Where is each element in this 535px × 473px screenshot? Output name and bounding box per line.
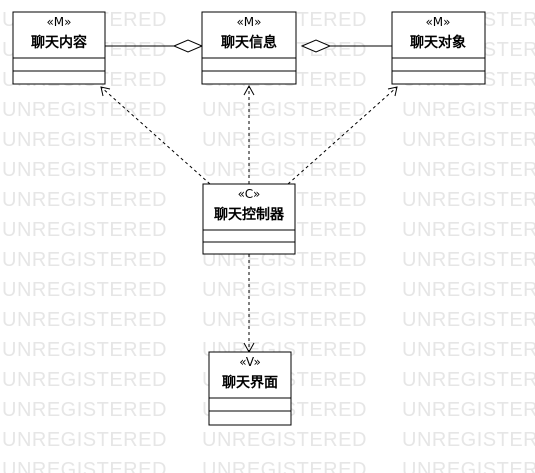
watermark-text: UNREGISTERED — [2, 129, 167, 151]
watermark-text: UNREGISTERED — [2, 189, 167, 211]
watermark-text: UNREGISTERED — [2, 399, 167, 421]
watermark-text: UNREGISTERED — [402, 279, 535, 301]
watermark-text: UNREGISTERED — [2, 339, 167, 361]
watermark-text: UNREGISTERED — [402, 189, 535, 211]
watermark-text: UNREGISTERED — [2, 279, 167, 301]
class-chat-content[interactable]: «M» 聊天内容 — [12, 11, 106, 85]
watermark-text: UNREGISTERED — [402, 399, 535, 421]
class-stereotype: «M» — [236, 15, 261, 29]
class-name: 聊天内容 — [31, 34, 87, 51]
class-chat-target[interactable]: «M» 聊天对象 — [391, 11, 486, 85]
class-name: 聊天信息 — [221, 34, 277, 51]
aggregation-diamond-left — [172, 39, 204, 53]
watermark-text: UNREGISTERED — [2, 99, 167, 121]
watermark-text: UNREGISTERED — [2, 159, 167, 181]
watermark-text: UNREGISTERED — [202, 279, 367, 301]
connectors — [100, 39, 398, 354]
class-stereotype: «C» — [238, 187, 261, 201]
class-name: 聊天界面 — [222, 374, 278, 391]
watermark-text: UNREGISTERED — [202, 159, 367, 181]
watermark-text: UNREGISTERED — [402, 219, 535, 241]
watermark-text: UNREGISTERED — [202, 129, 367, 151]
watermark-text: UNREGISTERED — [2, 459, 167, 473]
watermark-text: UNREGISTERED — [402, 339, 535, 361]
dependency-line-target — [287, 86, 398, 185]
watermark-text: UNREGISTERED — [402, 459, 535, 473]
watermark-text: UNREGISTERED — [402, 159, 535, 181]
dependency-line-content — [100, 86, 211, 185]
watermark-text: UNREGISTERED — [2, 369, 167, 391]
watermark-text: UNREGISTERED — [402, 429, 535, 451]
dependency-arrow-target — [387, 86, 398, 97]
watermark-text: UNREGISTERED — [202, 309, 367, 331]
class-stereotype: «M» — [425, 15, 450, 29]
watermark-text: UNREGISTERED — [2, 429, 167, 451]
class-chat-info[interactable]: «M» 聊天信息 — [201, 11, 297, 85]
class-chat-view[interactable]: «V» 聊天界面 — [208, 351, 292, 426]
watermark-text: UNREGISTERED — [402, 369, 535, 391]
watermark-text: UNREGISTERED — [2, 309, 167, 331]
watermark-text: UNREGISTERED — [402, 99, 535, 121]
watermark-text: UNREGISTERED — [2, 219, 167, 241]
watermark-text: UNREGISTERED — [402, 249, 535, 271]
class-name: 聊天控制器 — [214, 206, 285, 223]
aggregation-diamond-right — [300, 39, 332, 53]
class-stereotype: «V» — [239, 355, 261, 369]
watermark-text: UNREGISTERED — [202, 99, 367, 121]
class-chat-controller[interactable]: «C» 聊天控制器 — [202, 183, 296, 255]
class-name: 聊天对象 — [410, 34, 466, 51]
watermark-text: UNREGISTERED — [402, 309, 535, 331]
watermark-text: UNREGISTERED — [202, 429, 367, 451]
watermark-text: UNREGISTERED — [202, 459, 367, 473]
dependency-arrow-info — [243, 84, 255, 96]
watermark-text: UNREGISTERED — [402, 129, 535, 151]
class-stereotype: «M» — [46, 15, 71, 29]
dependency-arrow-content — [100, 86, 111, 97]
watermark-text: UNREGISTERED — [2, 249, 167, 271]
